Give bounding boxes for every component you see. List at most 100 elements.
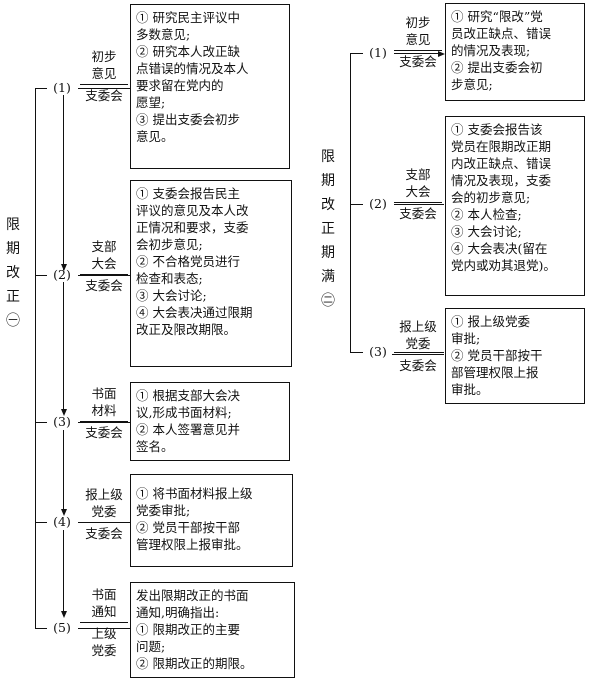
box-line: 管理权限上报审批。	[136, 537, 249, 552]
label-line: 支委会	[80, 274, 128, 294]
label-line: 支委会	[394, 50, 442, 70]
step-label: 支部 大会 支委会	[394, 166, 442, 222]
step-label: 报上级 党委 支委会	[392, 318, 444, 374]
box-line: ④ 大会表决通过限期	[136, 305, 253, 320]
down-arrow-icon	[61, 264, 67, 271]
title-char: 正	[321, 221, 335, 237]
step-label: 初步 意见 支委会	[80, 48, 128, 104]
flow-line	[63, 430, 65, 514]
label-line: 通知	[91, 604, 117, 619]
box-line: 通知,明确指出:	[136, 605, 220, 620]
step-detail-box: ① 支委会报告民主 评议的意见及本人改 正情况和要求，支委 会初步意见; ② 不…	[130, 180, 292, 367]
box-line: 签名。	[136, 439, 174, 454]
connector-line	[78, 628, 130, 630]
box-line: 发出限期改正的书面	[136, 588, 249, 603]
box-line: 点错误的情况及本人	[136, 61, 249, 76]
box-line: 改正及限改期限。	[136, 322, 237, 337]
title-char: 期	[321, 173, 335, 189]
box-line: ① 研究“限改”党	[451, 9, 543, 24]
box-line: ① 研究民主评议中	[136, 10, 240, 25]
box-line: 评议的意见及本人改	[136, 203, 249, 218]
step-detail-box: ① 支委会报告该 党员在限期改正期 内改正缺点、错误 情况及表现，支委 会的初步…	[445, 116, 585, 296]
box-line: ② 提出支委会初	[451, 60, 543, 75]
right-arrow-icon	[438, 50, 445, 57]
label-line: 大会	[405, 184, 431, 199]
down-arrow-icon	[61, 509, 67, 516]
left-trunk-line	[35, 88, 37, 628]
connector-line	[350, 204, 363, 206]
label-line: 支委会	[80, 421, 128, 441]
down-arrow-icon	[61, 409, 67, 416]
connector-line	[35, 88, 47, 90]
step-number: (1)	[369, 45, 387, 60]
box-line: ① 支委会报告民主	[136, 186, 240, 201]
box-line: ② 限期改正的期限。	[136, 656, 253, 671]
connector-line	[35, 522, 47, 524]
flow-line	[63, 95, 65, 270]
box-line: 多数意见;	[136, 27, 191, 42]
box-line: 意见。	[136, 129, 174, 144]
box-line: ① 报上级党委	[451, 314, 530, 329]
box-line: ① 限期改正的主要	[136, 622, 240, 637]
right-vertical-title: 限 期 改 正 期 满 ㊁	[318, 145, 338, 313]
box-line: ④ 大会表决(留在	[451, 241, 548, 256]
box-line: 议,形成书面材料;	[136, 405, 232, 420]
flow-line	[63, 282, 65, 414]
box-line: ② 不合格党员进行	[136, 254, 240, 269]
step-detail-box: ① 研究“限改”党 员改正缺点、错误 的情况及表现; ② 提出支委会初 步意见;	[445, 3, 585, 101]
box-line: 要求留在党内的	[136, 78, 224, 93]
box-line: ② 党员干部按干部	[136, 520, 240, 535]
connector-line	[35, 422, 47, 424]
connector-line	[350, 53, 363, 55]
box-line: 会的初步意见;	[451, 190, 531, 205]
label-line: 支委会	[392, 354, 444, 374]
title-char: 限	[321, 149, 335, 165]
label-line: 支委会	[80, 84, 128, 104]
step-number: (2)	[53, 267, 71, 282]
label-line: 书面	[91, 386, 117, 401]
step-label: 书面 材料 支委会	[80, 385, 128, 441]
connector-line	[78, 275, 130, 277]
box-line: ① 支委会报告该	[451, 122, 543, 137]
label-line: 初步	[91, 49, 117, 64]
title-char: 限	[6, 217, 20, 233]
step-label: 报上级 党委 支委会	[78, 486, 130, 542]
label-line: 支部	[405, 167, 431, 182]
box-line: ② 党员干部按干	[451, 348, 543, 363]
title-char: 期	[321, 245, 335, 261]
connector-line	[35, 275, 47, 277]
box-line: 步意见;	[451, 77, 493, 92]
step-label: 支部 大会 支委会	[80, 238, 128, 294]
title-char: ㊀	[6, 313, 20, 329]
box-line: ① 将书面材料报上级	[136, 486, 253, 501]
label-line: 党委	[91, 643, 117, 658]
label-line: 材料	[91, 403, 117, 418]
step-detail-box: ① 根据支部大会决 议,形成书面材料; ② 本人签署意见并 签名。	[130, 382, 290, 461]
title-char: 期	[6, 241, 20, 257]
box-line: 的情况及表现;	[451, 43, 531, 58]
step-detail-box: 发出限期改正的书面 通知,明确指出: ① 限期改正的主要 问题; ② 限期改正的…	[130, 582, 295, 678]
box-line: 党员在限期改正期	[451, 139, 552, 154]
step-label: 书面 通知 上级 党委	[80, 586, 128, 659]
step-detail-box: ① 将书面材料报上级 党委审批; ② 党员干部按干部 管理权限上报审批。	[130, 474, 293, 567]
step-detail-box: ① 报上级党委 审批; ② 党员干部按干 部管理权限上报 审批。	[445, 308, 585, 404]
title-char: ㊁	[321, 293, 335, 309]
step-number: (3)	[53, 414, 71, 429]
right-trunk-line	[350, 53, 352, 353]
box-line: 审批;	[451, 331, 481, 346]
box-line: ② 本人检查;	[451, 207, 522, 222]
down-arrow-icon	[61, 611, 67, 618]
box-line: 内改正缺点、错误	[451, 156, 552, 171]
label-line: 初步	[405, 15, 431, 30]
title-char: 改	[6, 265, 20, 281]
step-number: (3)	[369, 344, 387, 359]
label-line: 上级	[80, 622, 128, 642]
box-line: ② 研究本人改正缺	[136, 44, 240, 59]
step-number: (5)	[53, 620, 71, 635]
label-line: 报上级	[85, 487, 123, 502]
label-line: 报上级	[399, 319, 437, 334]
connector-line	[350, 352, 363, 354]
box-line: 审批。	[451, 382, 489, 397]
step-number: (1)	[53, 80, 71, 95]
connector-line	[394, 53, 438, 55]
